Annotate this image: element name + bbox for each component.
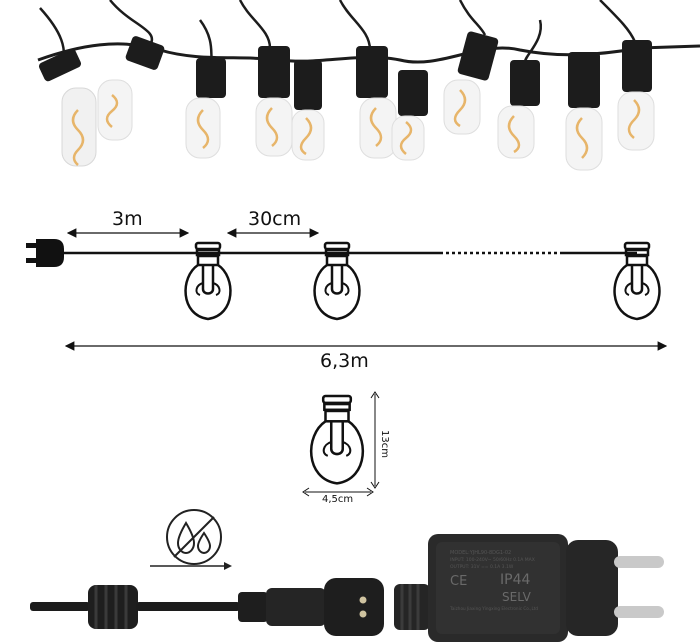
bulb-height-label: 13cm	[379, 430, 390, 458]
adapter-maker-text: Taizhou Jiaxing Yingxing Electronic Co.,…	[450, 606, 539, 611]
adapter-output-text: OUTPUT: 31V == 0.1A 3.1W	[450, 565, 514, 570]
adapter-input-text: INPUT: 100-240V~ 50/60Hz 0.1A MAX	[450, 558, 535, 563]
bulb-icon	[313, 241, 361, 321]
adapter-ip-rating: IP44	[500, 572, 531, 588]
connector-photo	[30, 534, 664, 642]
photo-bulb	[497, 60, 540, 159]
plug-icon	[26, 239, 64, 267]
length-diagram	[26, 228, 668, 351]
adapter-model-text: MODEL:YJHL90-8DG1-02	[450, 550, 512, 556]
bulb-icon	[613, 241, 661, 321]
photo-bulb	[565, 52, 603, 171]
photo-bulb	[255, 46, 293, 157]
photo-bulb	[97, 36, 165, 141]
arrow-icon	[150, 562, 232, 570]
photo-bulb	[443, 31, 499, 135]
connector-icon	[238, 578, 384, 636]
power-adapter-icon	[428, 534, 664, 642]
spacing-length-label: 30cm	[248, 208, 302, 230]
lead-length-label: 3m	[112, 208, 143, 230]
no-water-icon	[166, 509, 222, 565]
adapter-selv: SELV	[502, 590, 531, 604]
photo-bulb	[356, 46, 397, 159]
photo-bulb	[617, 40, 655, 151]
adapter-ce-mark: CE	[450, 574, 468, 589]
connector-icon	[88, 585, 138, 629]
photo-bulb	[291, 60, 325, 161]
bulb-size-diagram	[302, 391, 380, 497]
string-lights-photo	[37, 0, 700, 171]
total-length-label: 6,3m	[320, 350, 369, 372]
bulb-width-label: 4,5cm	[322, 494, 354, 505]
photo-bulb	[38, 48, 97, 167]
photo-bulb	[391, 70, 428, 161]
connector-icon	[394, 584, 430, 630]
bulb-icon	[184, 241, 232, 321]
bulb-icon	[309, 394, 365, 485]
photo-bulb	[185, 58, 226, 159]
